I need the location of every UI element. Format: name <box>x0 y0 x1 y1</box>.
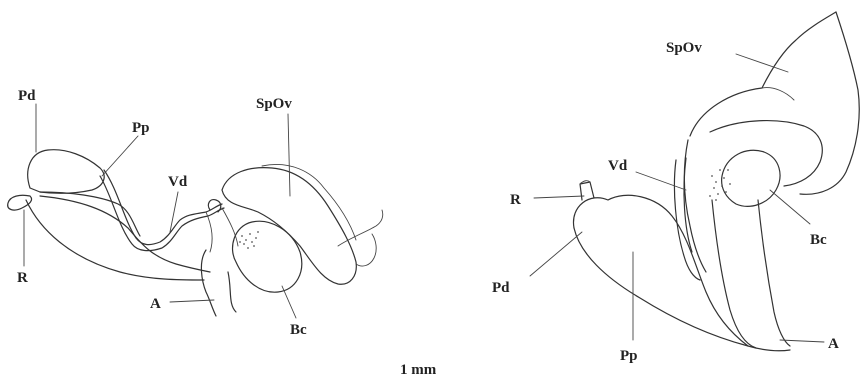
right-vas-deferens-outer <box>674 160 700 280</box>
right-label-vd: Vd <box>608 158 628 174</box>
left-label-spov: SpOv <box>256 96 292 112</box>
left-body-connector-2 <box>222 208 238 246</box>
left-label-r: R <box>17 270 28 286</box>
right-spermoviduct-right-edge <box>800 12 859 194</box>
right-label-r: R <box>510 192 521 208</box>
right-bursa-outline <box>722 150 780 206</box>
left-atrium-outline-2 <box>228 272 236 312</box>
right-retractor-stub <box>580 182 594 200</box>
right-leader-lines <box>530 54 824 342</box>
left-retractor-coil <box>8 195 32 210</box>
right-specimen-drawing <box>573 12 859 351</box>
left-body-connector <box>206 212 212 252</box>
left-atrium-outline <box>201 250 216 316</box>
left-vas-deferens-outer <box>104 170 222 245</box>
left-penis-sheath-outline <box>26 200 204 280</box>
scale-bar-label: 1 mm <box>400 362 437 378</box>
left-stippling <box>239 231 259 249</box>
left-label-bc: Bc <box>290 322 307 338</box>
left-penial-diverticulum-outline <box>28 150 104 194</box>
left-label-pp: Pp <box>132 120 150 136</box>
right-spermoviduct-fold <box>684 140 706 272</box>
right-label-pp: Pp <box>620 348 638 364</box>
right-label-spov: SpOv <box>666 40 702 56</box>
right-label-bc: Bc <box>810 232 827 248</box>
left-vas-deferens-inner <box>100 176 224 251</box>
right-penis-lower <box>574 228 790 351</box>
left-specimen-drawing <box>8 150 383 316</box>
left-label-pd: Pd <box>18 88 36 104</box>
left-label-vd: Vd <box>168 174 188 190</box>
left-labels: Pd Pp Vd SpOv R A Bc <box>17 88 307 338</box>
right-duct-left <box>712 200 756 348</box>
left-penis-sheath-inner <box>40 196 210 272</box>
left-label-a: A <box>150 296 161 312</box>
left-bursa-copulatrix-outline <box>233 221 302 292</box>
right-labels: SpOv Vd R Bc Pd Pp A <box>492 40 839 364</box>
left-spermoviduct-right-lobe-2 <box>356 234 376 266</box>
right-duct-right <box>758 200 790 346</box>
right-spermoviduct-top-tail <box>762 88 794 100</box>
right-label-pd: Pd <box>492 280 510 296</box>
right-spermoviduct-outline <box>690 12 836 136</box>
right-label-a: A <box>828 336 839 352</box>
